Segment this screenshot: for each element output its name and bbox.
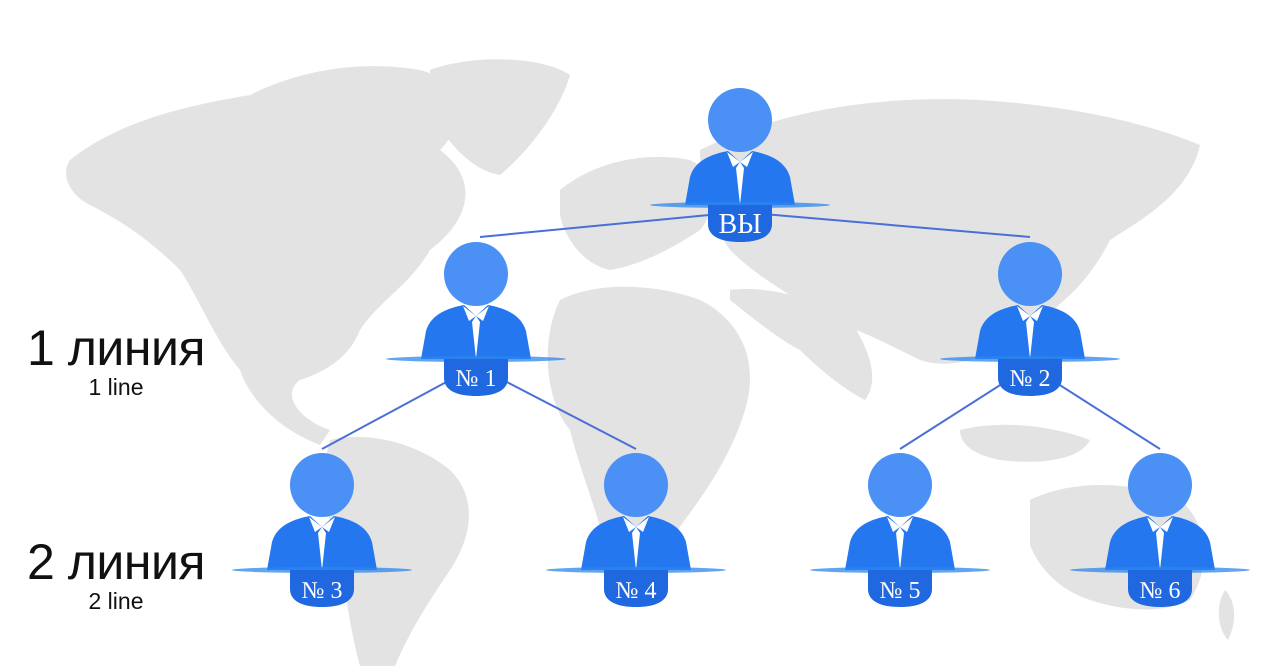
node-label-6: № 6 (1140, 578, 1181, 604)
node-2: № 2 (940, 242, 1120, 396)
node-6: № 6 (1070, 453, 1250, 607)
map-south-america (324, 436, 469, 666)
map-south-asia (730, 289, 873, 400)
node-label-2: № 2 (1010, 366, 1051, 392)
map-new-zealand (1218, 590, 1235, 640)
node-5: № 5 (810, 453, 990, 607)
level-subtitle: 1 line (88, 374, 144, 400)
level-label-1: 1 линия 1 line (0, 322, 232, 400)
map-greenland (430, 59, 570, 175)
map-asia (700, 99, 1200, 364)
node-root: ВЫ (650, 88, 830, 242)
connector-root-n1 (479, 211, 741, 238)
level-subtitle: 2 line (88, 588, 144, 614)
level-title: 2 линия (27, 534, 205, 590)
map-europe (560, 156, 714, 270)
connector-root-n2 (739, 211, 1031, 238)
node-label-3: № 3 (302, 578, 343, 604)
node-4: № 4 (546, 453, 726, 607)
map-north-america (66, 66, 466, 445)
level-title: 1 линия (27, 320, 205, 376)
node-label-1: № 1 (456, 366, 497, 392)
map-indonesia (960, 424, 1090, 462)
node-label-4: № 4 (616, 578, 657, 604)
node-1: № 1 (386, 242, 566, 396)
node-3: № 3 (232, 453, 412, 607)
node-label-root: ВЫ (718, 209, 761, 240)
level-label-2: 2 линия 2 line (0, 536, 232, 614)
map-africa (547, 286, 750, 566)
node-label-5: № 5 (880, 578, 921, 604)
